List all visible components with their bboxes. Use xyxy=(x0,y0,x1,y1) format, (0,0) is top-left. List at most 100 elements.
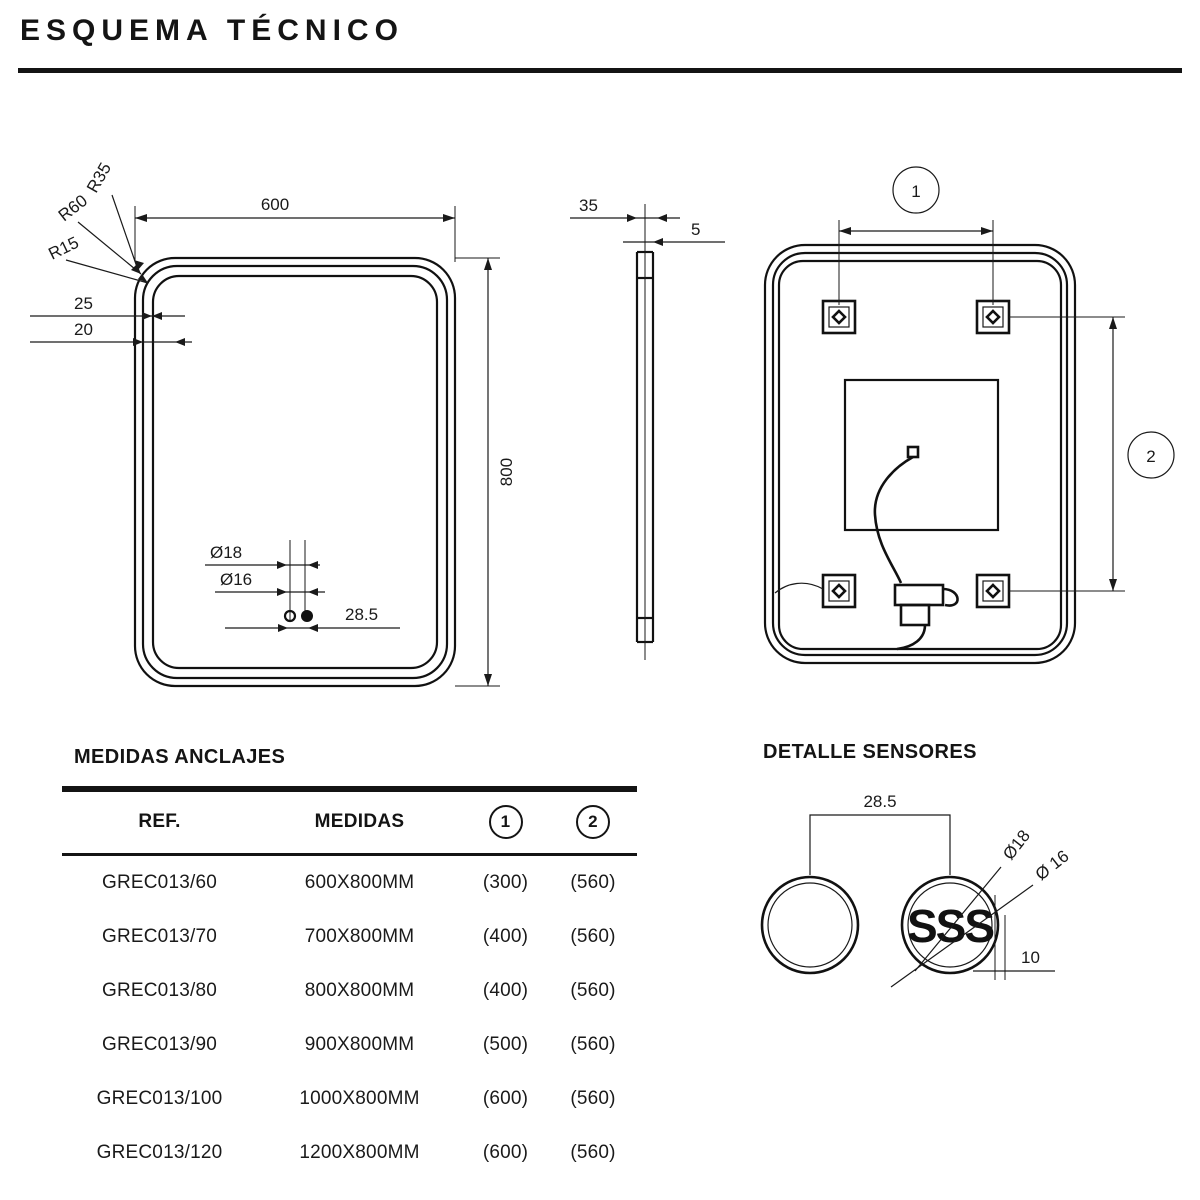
back-panel-edge xyxy=(777,259,1063,651)
cell-two: (560) xyxy=(570,980,616,1001)
label-d16: Ø16 xyxy=(220,570,252,589)
column-header-two: 2 xyxy=(549,790,637,856)
cable-upper xyxy=(873,455,914,584)
back-view-drawing: 1 2 xyxy=(745,165,1185,665)
anchor-bracket-top-right xyxy=(975,299,1011,335)
cell-two: (560) xyxy=(570,1142,616,1163)
label-35: 35 xyxy=(579,196,598,215)
sensor-spacing-bracket xyxy=(809,814,951,875)
arrow-20-left xyxy=(133,338,143,346)
table-row: GREC013/90 900X800MM (500) (560) xyxy=(62,1018,637,1072)
cell-one: (600) xyxy=(482,1088,529,1109)
arrow-35-left xyxy=(627,214,637,222)
table-row: GREC013/100 1000X800MM (600) (560) xyxy=(62,1072,637,1126)
cell-ref: GREC013/90 xyxy=(101,1034,217,1055)
label-5: 5 xyxy=(691,220,700,239)
sensor-dot-hollow xyxy=(283,609,297,623)
mirror-mid-edge xyxy=(141,264,449,680)
sensor-dot-solid xyxy=(301,610,313,622)
column-badge-2: 2 xyxy=(576,805,610,839)
label-600: 600 xyxy=(261,195,289,214)
label-20: 20 xyxy=(74,320,93,339)
arrow-20-right xyxy=(175,338,185,346)
cell-ref: GREC013/80 xyxy=(101,980,217,1001)
cell-ref: GREC013/120 xyxy=(96,1142,223,1163)
cell-one: (500) xyxy=(482,1034,529,1055)
callout2-arrow-top xyxy=(1109,317,1117,329)
back-outer-edge xyxy=(763,243,1077,665)
sensors-section-title: DETALLE SENSORES xyxy=(763,741,977,763)
cell-medidas: 600X800MM xyxy=(304,872,415,893)
label-r60: R60 xyxy=(55,191,91,225)
cell-one: (300) xyxy=(482,872,529,893)
arrow-r15 xyxy=(138,274,148,283)
cable-terminal xyxy=(906,445,920,459)
connector-base xyxy=(899,603,931,627)
callout-circle-1 xyxy=(892,166,940,214)
anchor-bracket-bottom-left xyxy=(821,573,857,609)
anchor-bracket-bottom-right xyxy=(975,573,1011,609)
arrow-25-right xyxy=(152,312,162,320)
callout2-arrow-bottom xyxy=(1109,579,1117,591)
cell-medidas: 800X800MM xyxy=(304,980,415,1001)
cable-lower xyxy=(896,624,927,651)
leader-sensor-d16 xyxy=(890,884,1034,988)
label-r35: R35 xyxy=(83,159,115,196)
cell-ref: GREC013/100 xyxy=(96,1088,223,1109)
title-divider xyxy=(18,68,1182,73)
mirror-outer-edge xyxy=(133,256,457,688)
cell-ref: GREC013/60 xyxy=(101,872,217,893)
arrow-285-right xyxy=(308,624,318,632)
column-header-one: 1 xyxy=(462,790,549,856)
mirror-glass-edge xyxy=(151,274,439,670)
arrow-r35 xyxy=(134,260,144,270)
label-285-front: 28.5 xyxy=(345,605,378,624)
arrow-800-bottom xyxy=(484,674,492,686)
sensor-circle-sss-outer xyxy=(900,875,1000,975)
arrow-d18-right xyxy=(308,561,318,569)
connector-body xyxy=(893,583,945,607)
label-800: 800 xyxy=(497,458,516,486)
arrow-d18-left xyxy=(277,561,287,569)
anchor-bracket-top-left xyxy=(821,299,857,335)
cell-two: (560) xyxy=(570,1088,616,1109)
table-row: GREC013/80 800X800MM (400) (560) xyxy=(62,964,637,1018)
leader-sensor-d18 xyxy=(914,866,1002,972)
back-inner-edge xyxy=(771,251,1069,657)
cell-medidas: 700X800MM xyxy=(304,926,415,947)
arrow-r60 xyxy=(131,264,141,274)
arrow-5-right xyxy=(653,238,663,246)
callout1-arrow-left xyxy=(839,227,851,235)
arrow-d16-right xyxy=(308,588,318,596)
column-badge-1: 1 xyxy=(488,805,523,839)
arrow-600-right xyxy=(443,214,455,222)
sensor-circle-plain-inner xyxy=(767,882,853,968)
column-header-ref: REF. xyxy=(62,790,257,856)
page-title: ESQUEMA TÉCNICO xyxy=(20,14,404,47)
label-285-sensors: 28.5 xyxy=(863,792,896,811)
arrow-800-top xyxy=(484,258,492,270)
leader-r60 xyxy=(77,221,142,275)
cable-left-branch xyxy=(774,582,824,594)
cell-one: (400) xyxy=(482,980,529,1001)
anchors-section-title: MEDIDAS ANCLAJES xyxy=(74,746,286,768)
sensor-circle-plain-outer xyxy=(760,875,860,975)
table-row: GREC013/120 1200X800MM (600) (560) xyxy=(62,1126,637,1180)
label-sensor-d18: Ø18 xyxy=(999,826,1034,863)
callout-1-label: 1 xyxy=(911,182,920,201)
leader-r15 xyxy=(65,259,149,284)
callout-2-label: 2 xyxy=(1146,447,1155,466)
cell-one: (600) xyxy=(482,1142,529,1163)
label-sensor-d16: Ø 16 xyxy=(1032,846,1073,884)
cell-medidas: 1000X800MM xyxy=(299,1088,420,1109)
front-view-drawing: R35 R60 R15 25 20 600 800 Ø18 Ø16 28.5 xyxy=(0,150,560,688)
driver-box xyxy=(843,378,1000,532)
label-offset-10: 10 xyxy=(1021,948,1040,967)
arrow-285-left xyxy=(278,624,288,632)
callout1-arrow-right xyxy=(981,227,993,235)
cell-ref: GREC013/70 xyxy=(101,926,217,947)
sensors-detail-drawing: 28.5 SSS Ø18 Ø 16 10 xyxy=(755,775,1115,995)
label-r15: R15 xyxy=(45,233,81,264)
sensor-circle-sss-inner xyxy=(907,882,993,968)
label-25: 25 xyxy=(74,294,93,313)
